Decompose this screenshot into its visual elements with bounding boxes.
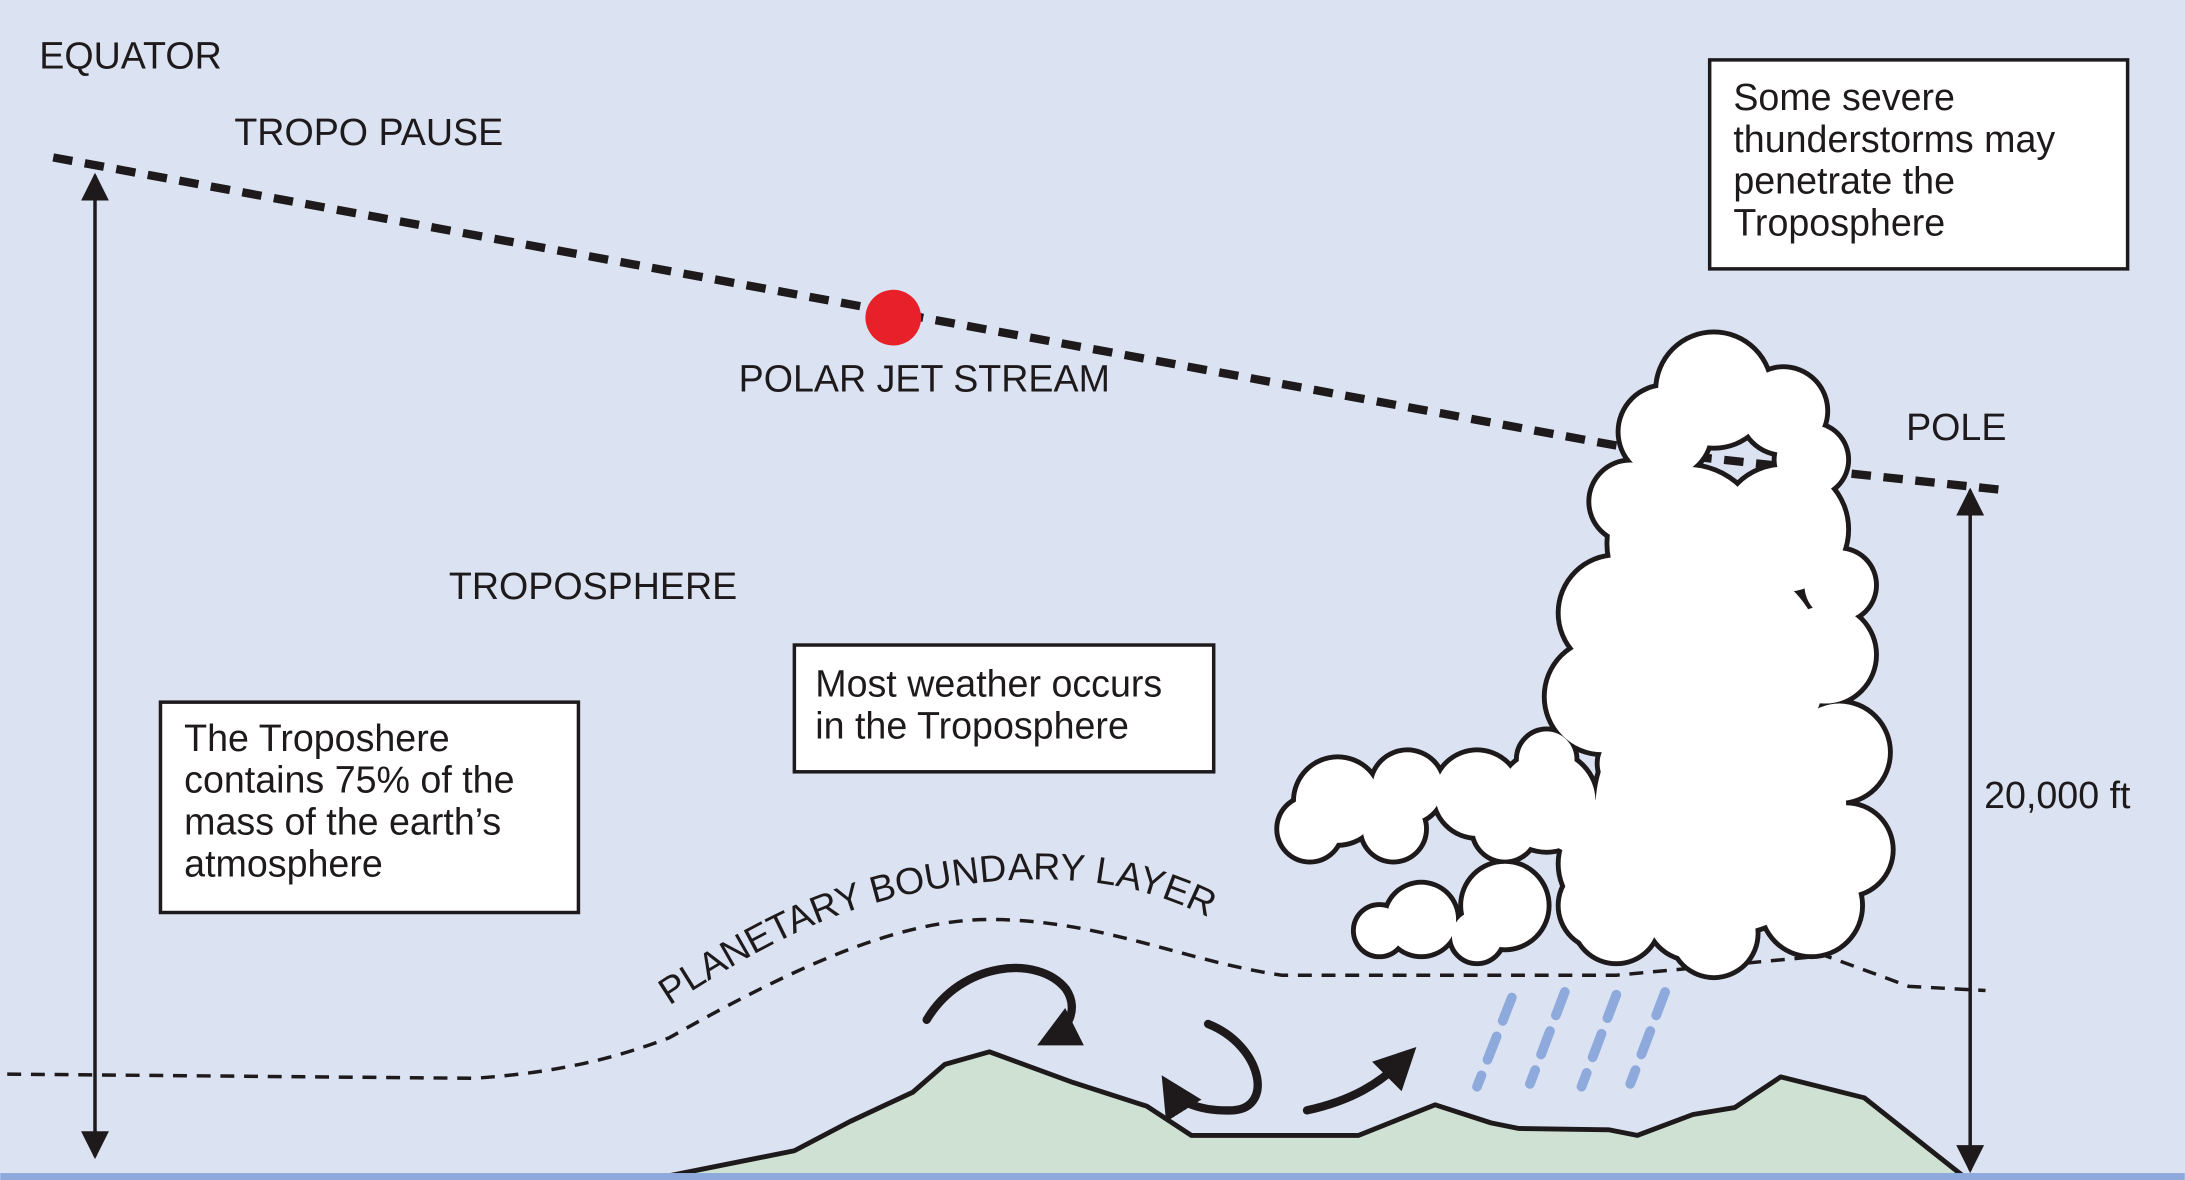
- svg-text:in the Troposphere: in the Troposphere: [815, 704, 1129, 746]
- jet-stream-label: POLAR JET STREAM: [739, 357, 1110, 399]
- height-label: 20,000 ft: [1984, 774, 2131, 816]
- air-circulation-arrows-icon: [922, 963, 1417, 1122]
- pole-label: POLE: [1906, 406, 2006, 448]
- ground-terrain: [666, 1049, 1968, 1180]
- cumulonimbus-cloud-icon: [1274, 329, 1896, 981]
- boundary-layer-line: [7, 917, 1986, 1081]
- equator-label: EQUATOR: [39, 34, 222, 76]
- mass-note-box: The Troposhere contains 75% of the mass …: [158, 700, 581, 915]
- svg-text:Troposphere: Troposphere: [1733, 201, 1945, 243]
- svg-text:atmosphere: atmosphere: [184, 842, 383, 884]
- svg-text:mass of the earth’s: mass of the earth’s: [184, 800, 501, 842]
- weather-note-box: Most weather occurs in the Troposphere: [792, 643, 1216, 774]
- ground-line: [0, 1173, 2185, 1180]
- jet-stream-marker: [865, 289, 922, 346]
- svg-text:penetrate the: penetrate the: [1733, 160, 1955, 202]
- svg-text:The Troposhere: The Troposhere: [184, 717, 450, 759]
- svg-text:contains 75% of the: contains 75% of the: [184, 759, 514, 801]
- svg-text:thunderstorms may: thunderstorms may: [1733, 118, 2055, 160]
- tropopause-label: TROPO PAUSE: [234, 111, 503, 153]
- troposphere-label: TROPOSPHERE: [449, 565, 737, 607]
- svg-text:Some severe: Some severe: [1733, 76, 1955, 118]
- rain-icon: [1472, 987, 1670, 1092]
- svg-text:Most weather occurs: Most weather occurs: [815, 663, 1162, 705]
- thunderstorm-note-box: Some severe thunderstorms may penetrate …: [1707, 58, 2130, 271]
